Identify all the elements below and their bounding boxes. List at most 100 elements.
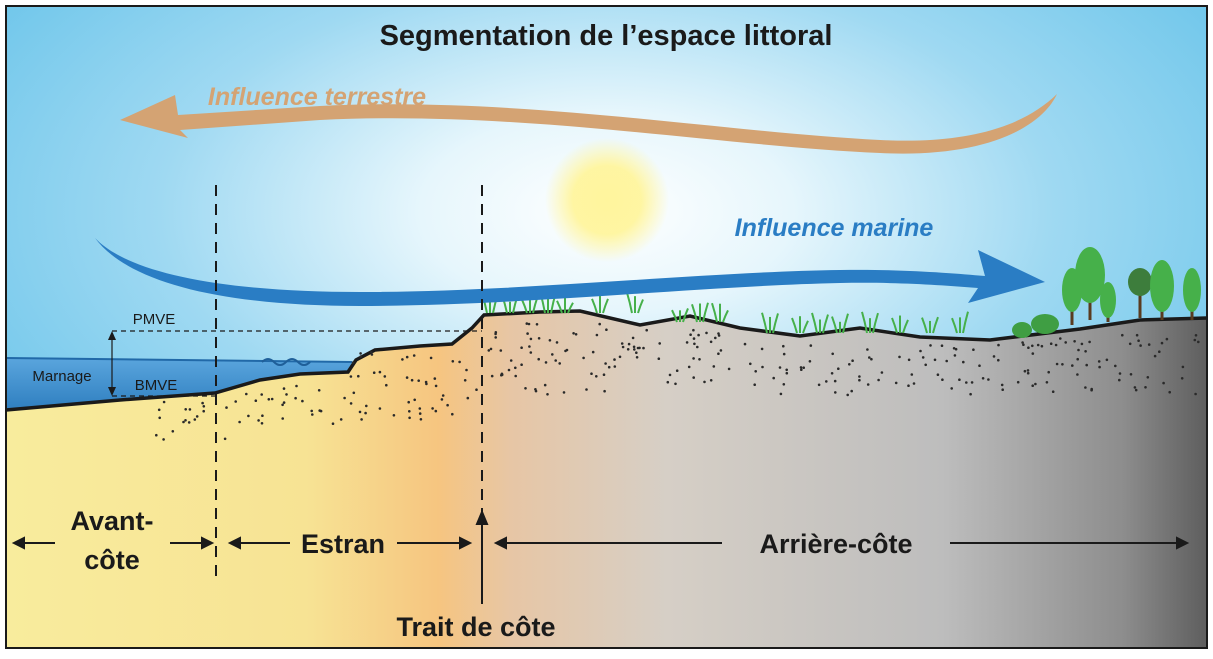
sediment-dot <box>697 333 700 337</box>
sediment-dot <box>417 379 421 383</box>
sediment-dot <box>458 360 461 364</box>
sediment-dot <box>489 347 493 351</box>
sediment-dot <box>779 392 783 396</box>
sediment-dot <box>509 359 513 362</box>
sediment-dot <box>749 362 752 366</box>
sediment-dot <box>407 400 411 404</box>
sediment-dot <box>247 414 250 418</box>
sediment-dot <box>657 357 661 361</box>
waves-icon <box>261 358 311 366</box>
sediment-dot <box>607 365 611 369</box>
grass-blade <box>567 302 574 314</box>
grass-blade <box>722 309 729 323</box>
backshore-zone-label: Arrière-côte <box>759 529 912 559</box>
sediment-dot <box>1023 369 1027 373</box>
sediment-dot <box>1146 376 1150 379</box>
sediment-dot <box>851 359 854 363</box>
sediment-dot <box>349 375 353 378</box>
sediment-dot <box>953 354 957 357</box>
sediment-dot <box>487 349 491 352</box>
sediment-dot <box>802 366 805 370</box>
sediment-dot <box>709 379 713 382</box>
grass-blade <box>637 299 644 314</box>
sediment-dot <box>401 358 404 361</box>
terrestrial-influence-label: Influence terrestre <box>208 83 426 111</box>
sediment-dot <box>282 387 286 390</box>
sediment-dot <box>558 362 561 365</box>
grass-blade <box>861 311 868 334</box>
sediment-dot <box>157 408 161 412</box>
sediment-dot <box>1076 373 1079 376</box>
sediment-dot <box>846 393 849 397</box>
sediment-dot <box>195 415 199 418</box>
sediment-dot <box>919 349 922 353</box>
sediment-dot <box>184 419 187 422</box>
sediment-dot <box>499 349 503 352</box>
sediment-dot <box>260 393 264 396</box>
sediment-dot <box>544 361 548 364</box>
sediment-dot <box>658 342 661 345</box>
sediment-dot <box>692 357 695 360</box>
sediment-dot <box>182 420 185 424</box>
sediment-dot <box>1036 343 1040 347</box>
sediment-dot <box>1135 333 1139 337</box>
sediment-dot <box>603 389 606 393</box>
sea-surface <box>5 357 353 363</box>
grass-blade <box>591 298 598 314</box>
sediment-dot <box>595 375 598 378</box>
foreshore-zone-label: Estran <box>301 529 385 559</box>
grass-blade <box>811 312 818 334</box>
grass-blade <box>671 309 678 323</box>
sediment-dot <box>703 380 706 384</box>
sediment-dot <box>383 375 387 378</box>
sediment-dot <box>950 387 953 390</box>
grass-blade <box>772 313 779 334</box>
grass-blade <box>902 319 909 334</box>
sediment-dot <box>997 358 1000 362</box>
sediment-dot <box>405 355 409 359</box>
sediment-dot <box>565 348 569 352</box>
sediment-dot <box>635 356 639 359</box>
sediment-dot <box>1134 388 1138 392</box>
sediment-dot <box>898 355 901 359</box>
sediment-dot <box>799 366 803 369</box>
sediment-dot <box>451 360 455 363</box>
sediment-dot <box>412 354 416 357</box>
sediment-dot <box>254 399 258 403</box>
sediment-dot <box>463 379 467 382</box>
sediment-dot <box>282 401 286 404</box>
sediment-dot <box>645 328 648 332</box>
sediment-dot <box>360 418 363 421</box>
sediment-dot <box>717 332 720 335</box>
sediment-dot <box>310 409 314 413</box>
sediment-dot <box>760 347 764 351</box>
sediment-dot <box>782 344 785 348</box>
sediment-dot <box>370 350 373 354</box>
sediment-dot <box>992 355 996 358</box>
sediment-dot <box>858 375 861 378</box>
sediment-dot <box>997 343 1000 347</box>
sediment-dot <box>318 409 322 412</box>
sediment-dot <box>349 402 353 405</box>
sediment-dot <box>582 356 585 360</box>
sediment-dot <box>500 372 504 376</box>
sediment-dot <box>372 371 376 375</box>
sediment-dot <box>238 420 241 424</box>
sediment-dot <box>1071 364 1074 367</box>
sediment-dot <box>761 365 764 369</box>
sediment-dot <box>952 347 956 350</box>
sediment-dot <box>1034 382 1037 386</box>
sediment-dot <box>585 388 588 391</box>
sediment-dot <box>1181 365 1185 369</box>
sediment-dot <box>921 356 925 359</box>
trees-icon <box>1012 247 1201 338</box>
sediment-dot <box>894 381 898 385</box>
grass-blade <box>711 302 718 323</box>
sediment-dot <box>378 370 382 374</box>
sediment-dot <box>260 422 264 425</box>
sediment-dot <box>590 372 593 376</box>
sediment-dot <box>618 355 622 359</box>
sediment-dot <box>202 405 206 408</box>
sediment-dot <box>613 358 616 361</box>
grass-blade <box>932 316 939 334</box>
